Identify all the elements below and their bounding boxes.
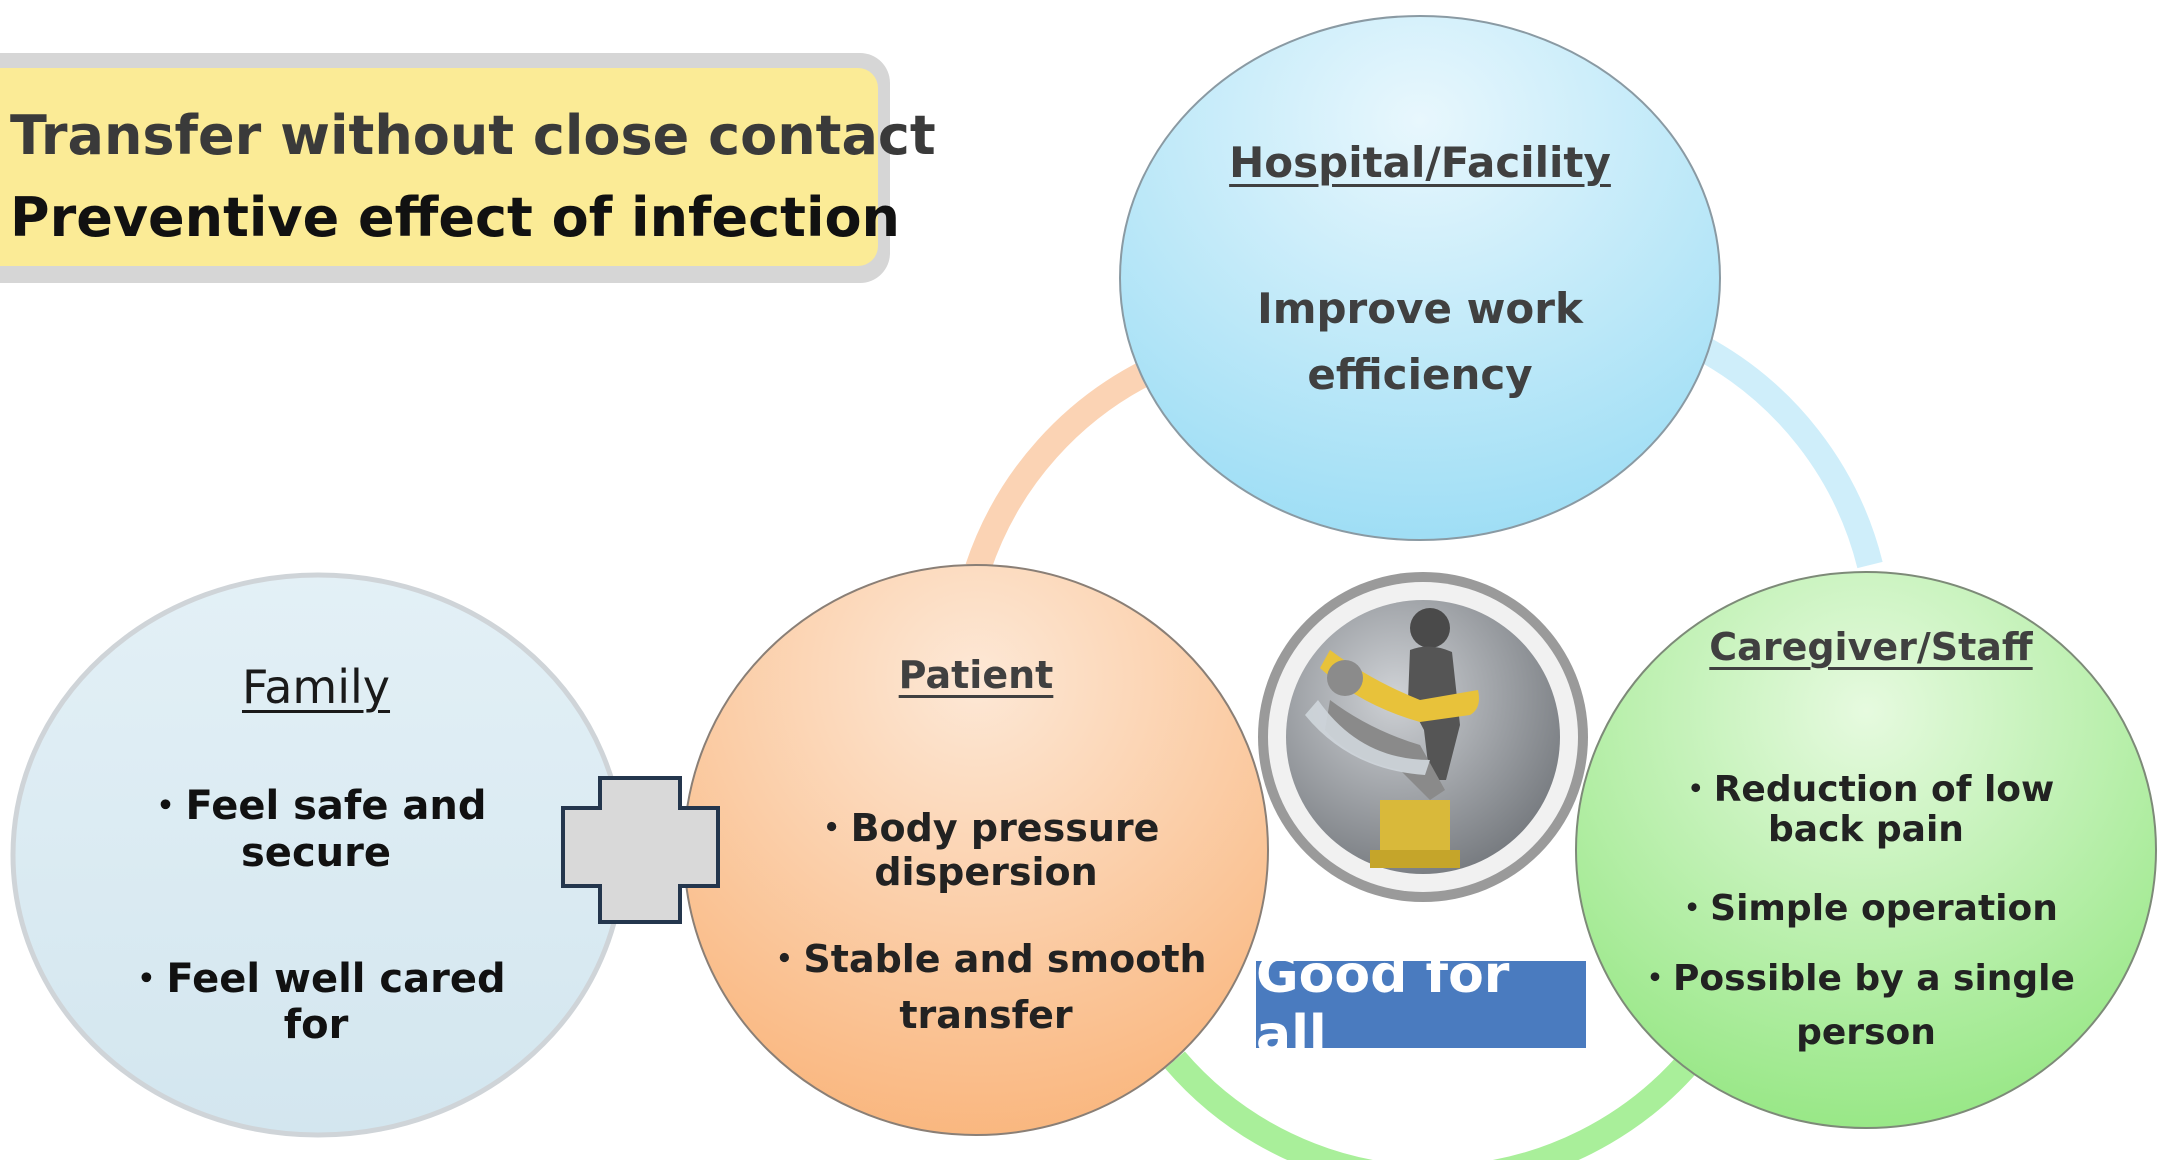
patient-heading: Patient	[898, 653, 1054, 697]
hospital-body-line-2: efficiency	[1307, 350, 1533, 399]
patient-item-1-cont: dispersion	[874, 850, 1098, 894]
family-heading: Family	[241, 660, 391, 714]
banner-line-2: Preventive effect of infection	[10, 186, 900, 249]
banner-fill	[0, 68, 878, 266]
hospital-heading: Hospital/Facility	[1229, 138, 1611, 187]
family-item-1: ・Feel safe and	[145, 783, 487, 829]
hospital-body-line-1: Improve work	[1257, 284, 1583, 333]
patient-item-2-cont: transfer	[899, 993, 1073, 1037]
ring-arc-green	[1165, 1046, 1706, 1160]
caregiver-heading: Caregiver/Staff	[1709, 625, 2033, 669]
patient-item-2: ・Stable and smooth	[765, 937, 1207, 981]
ring-arc-blue	[1693, 335, 1883, 569]
caregiver-item-2: ・Simple operation	[1674, 888, 2058, 929]
caregiver-item-1: ・Reduction of low	[1677, 769, 2055, 810]
caregiver-item-3: ・Possible by a single	[1637, 958, 2075, 999]
hospital-circle	[1119, 15, 1721, 541]
family-item-2: ・Feel well cared	[126, 956, 506, 1002]
good-for-all-label: Good for all	[1256, 945, 1586, 1065]
caregiver-item-3-cont: person	[1796, 1012, 1936, 1053]
caregiver-item-1-cont: back pain	[1768, 809, 1964, 850]
caregiver-circle	[1575, 571, 2157, 1129]
patient-item-1: ・Body pressure	[812, 806, 1160, 850]
transfer-chair-icon	[1258, 572, 1588, 902]
banner-line-1: Transfer without close contact	[10, 104, 936, 167]
ring-arc-orange	[965, 355, 1164, 573]
plus-icon	[561, 776, 720, 924]
family-item-2-cont: for	[283, 1002, 349, 1048]
family-item-1-cont: secure	[241, 830, 391, 876]
